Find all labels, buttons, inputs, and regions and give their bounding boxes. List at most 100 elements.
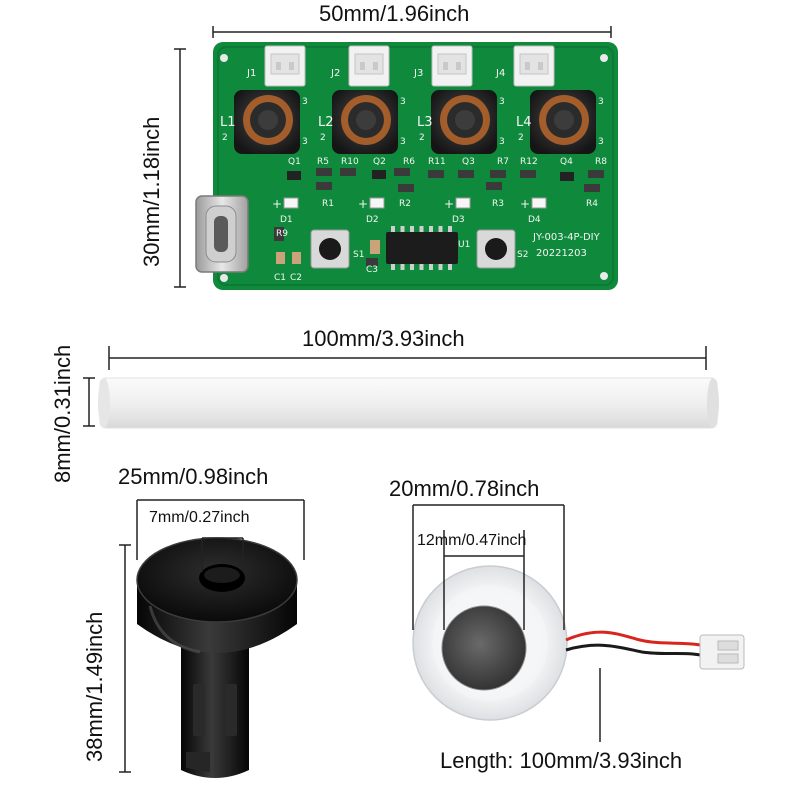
resistor-label: R2 — [399, 199, 411, 209]
resistor-label: R9 — [276, 229, 288, 239]
pin-mark: 3 — [302, 137, 308, 147]
pin-mark: 3 — [400, 137, 406, 147]
led-d2: + D2 — [358, 197, 385, 225]
tactile-button-icon[interactable] — [476, 229, 516, 269]
pcb-width-label: 50mm/1.96inch — [319, 1, 470, 26]
connector-row: J1 J2 J3 J4 — [246, 45, 555, 87]
transistor-q1: Q1 — [288, 157, 301, 167]
membrane-diameter-label: 20mm/0.78inch — [389, 476, 540, 501]
led-label: D3 — [452, 215, 465, 225]
pcb-height-label: 30mm/1.18inch — [139, 116, 164, 267]
stick-holder — [136, 537, 298, 778]
board-date-label: 20221203 — [536, 248, 587, 259]
connector-label: J3 — [413, 68, 423, 79]
led-row: + D1 + D2 + D3 + D4 — [272, 197, 547, 225]
inductor-l1: L1 2 3 3 — [220, 90, 308, 154]
mounting-hole — [220, 274, 228, 282]
mounting-hole — [220, 54, 228, 62]
connector-j2: J2 — [330, 45, 390, 87]
cotton-stick — [98, 377, 719, 429]
board-model-label: JY-003-4P-DIY — [532, 232, 601, 243]
connector-label: J1 — [246, 68, 256, 79]
polarity-mark: + — [358, 197, 368, 211]
led-label: D1 — [280, 215, 293, 225]
inductor-label: L1 — [220, 115, 236, 130]
connector-j3: J3 — [413, 45, 473, 87]
resistor-label: R8 — [595, 157, 607, 167]
mounting-hole — [600, 272, 608, 280]
pin-mark: 2 — [419, 133, 425, 143]
inductor-label: L3 — [417, 115, 433, 130]
led-d1: + D1 — [272, 197, 299, 225]
polarity-mark: + — [444, 197, 454, 211]
resistor-label: R4 — [586, 199, 598, 209]
dimension-lines — [83, 26, 707, 773]
connector-label: J4 — [495, 68, 505, 79]
transistor-label: Q1 — [288, 157, 301, 167]
polarity-mark: + — [520, 197, 530, 211]
transistor-label: Q4 — [560, 157, 573, 167]
transistor-q3: Q3 — [462, 157, 475, 167]
inductor-label: L2 — [318, 115, 334, 130]
pin-mark: 3 — [598, 97, 604, 107]
holder-height-label: 38mm/1.49inch — [82, 611, 107, 762]
mounting-hole — [600, 54, 608, 62]
capacitor-label: C1 — [274, 273, 286, 283]
wire-length-label: Length: 100mm/3.93inch — [440, 748, 683, 773]
pin-mark: 2 — [518, 133, 524, 143]
tactile-button-icon[interactable] — [310, 229, 350, 269]
resistor-label: R3 — [492, 199, 504, 209]
smd-components — [274, 168, 604, 266]
resistor-label: R12 — [520, 157, 538, 167]
switch-label: S2 — [517, 250, 528, 260]
polarity-mark: + — [272, 197, 282, 211]
resistor-label: R7 — [497, 157, 509, 167]
wire-connector — [699, 634, 745, 670]
inductor-l4: L4 2 3 3 — [516, 90, 604, 154]
capacitor-label: C2 — [290, 273, 302, 283]
resistor-label: R6 — [403, 157, 415, 167]
pin-mark: 3 — [499, 97, 505, 107]
resistor-label: R1 — [322, 199, 334, 209]
holder-diameter-label: 25mm/0.98inch — [118, 464, 269, 489]
atomizer-membrane — [412, 565, 745, 721]
connector-j1: J1 — [246, 45, 306, 87]
resistor-label: R10 — [341, 157, 359, 167]
inductor-label: L4 — [516, 115, 532, 130]
resistor-label: R11 — [428, 157, 446, 167]
pin-mark: 3 — [400, 97, 406, 107]
transistor-label: Q3 — [462, 157, 475, 167]
switch-label: S1 — [353, 250, 364, 260]
pin-mark: 3 — [499, 137, 505, 147]
ic-chip — [386, 226, 458, 270]
resistor-label: R5 — [317, 157, 329, 167]
transistor-q2: Q2 — [373, 157, 386, 167]
connector-j4: J4 — [495, 45, 555, 87]
led-label: D2 — [366, 215, 379, 225]
ic-label: U1 — [458, 240, 470, 250]
capacitor-label: C3 — [366, 265, 378, 275]
led-d3: + D3 — [444, 197, 471, 225]
inductor-l2: L2 2 3 3 — [318, 90, 406, 154]
stick-length-label: 100mm/3.93inch — [302, 326, 465, 351]
pcb-board — [213, 42, 618, 290]
pin-mark: 2 — [320, 133, 326, 143]
led-label: D4 — [528, 215, 541, 225]
transistor-label: Q2 — [373, 157, 386, 167]
pin-mark: 3 — [598, 137, 604, 147]
membrane-inner-label: 12mm/0.47inch — [417, 532, 527, 549]
holder-hole-label: 7mm/0.27inch — [149, 509, 250, 526]
transistor-q4: Q4 — [560, 157, 573, 167]
pin-mark: 3 — [302, 97, 308, 107]
stick-diameter-label: 8mm/0.31inch — [50, 344, 75, 483]
pin-mark: 2 — [222, 133, 228, 143]
usb-c-port-icon[interactable] — [195, 195, 249, 273]
led-d4: + D4 — [520, 197, 547, 225]
connector-label: J2 — [330, 68, 340, 79]
transistor-row: Q1 Q2 Q3 Q4 — [288, 157, 573, 167]
inductor-l3: L3 2 3 3 — [417, 90, 505, 154]
